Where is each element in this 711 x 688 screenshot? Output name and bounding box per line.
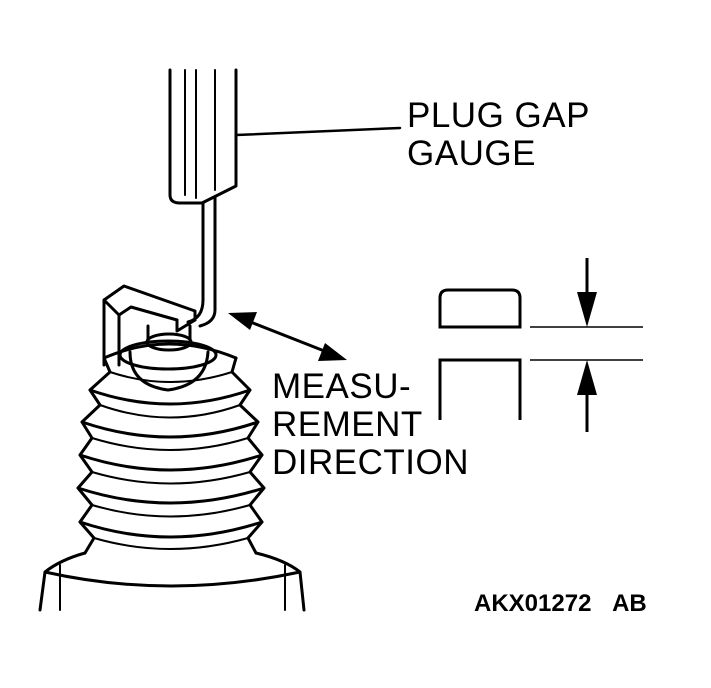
measurement-direction-arrow	[228, 312, 347, 361]
gauge-wire	[186, 195, 217, 328]
plug-gap-gauge-label: PLUG GAP GAUGE	[407, 97, 590, 173]
upper-electrode-block	[438, 288, 522, 329]
threaded-body	[76, 342, 266, 555]
gauge-label-line1: PLUG GAP	[407, 96, 590, 135]
ground-electrode	[102, 284, 197, 367]
gauge-label-line2: GAUGE	[407, 134, 536, 173]
direction-label-line1: MEASU-	[272, 367, 412, 406]
direction-label-line3: DIRECTION	[272, 443, 469, 482]
lower-electrode-block	[438, 358, 522, 420]
plug-base	[38, 551, 306, 612]
measurement-direction-label: MEASU- REMENT DIRECTION	[272, 368, 469, 482]
gap-dimension-arrows	[577, 258, 597, 432]
center-electrode	[118, 324, 218, 392]
gauge-leader-line	[234, 126, 402, 137]
figure-code-id: AKX01272	[474, 590, 592, 617]
gauge-handle	[168, 68, 238, 205]
figure-code-suffix: AB	[612, 590, 647, 617]
figure-code: AKX01272 AB	[474, 591, 647, 617]
direction-label-line2: REMENT	[272, 405, 423, 444]
gap-detail-schematic	[438, 288, 643, 420]
